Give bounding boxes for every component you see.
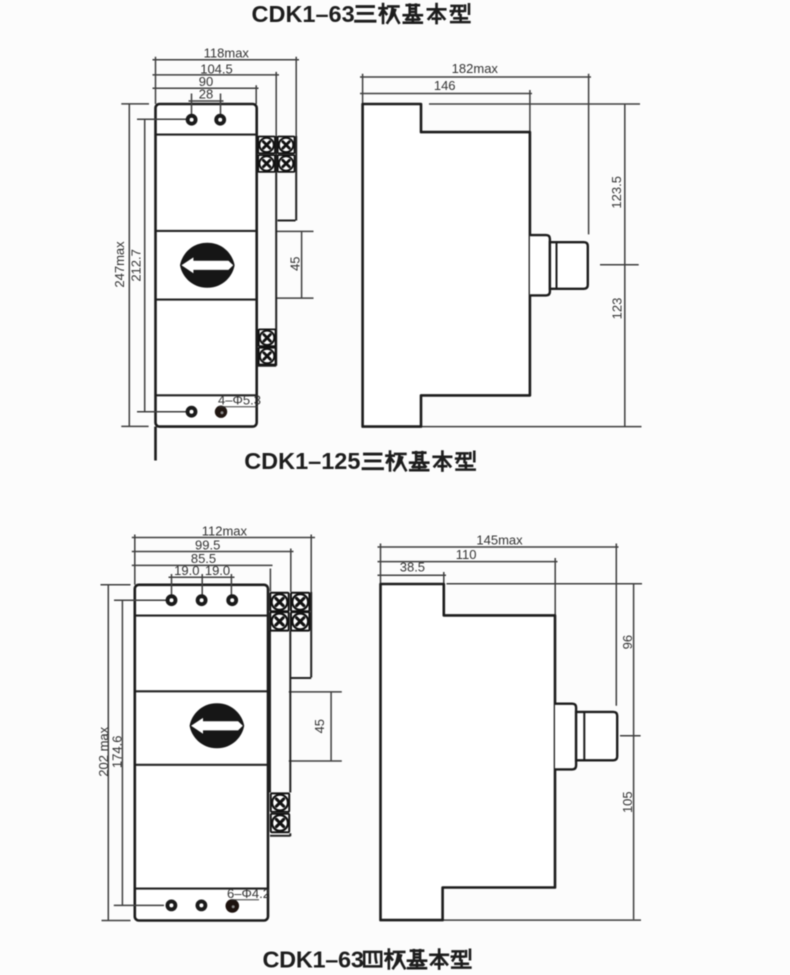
svg-text:104.5: 104.5 [200,61,233,76]
svg-text:202 max: 202 max [96,726,111,776]
svg-text:112max: 112max [202,523,248,538]
svg-text:CDK1–125: CDK1–125 [244,448,360,474]
svg-text:123.5: 123.5 [609,176,624,209]
svg-text:90: 90 [199,74,213,89]
svg-text:45: 45 [312,719,327,733]
svg-text:123: 123 [610,298,625,320]
svg-text:99.5: 99.5 [195,537,220,552]
svg-text:247max: 247max [112,241,127,288]
svg-text:174.6: 174.6 [109,736,124,769]
svg-text:28: 28 [199,87,213,102]
svg-text:CDK1–63: CDK1–63 [263,946,364,972]
svg-text:19.0: 19.0 [174,563,199,578]
svg-text:96: 96 [620,635,635,649]
svg-text:212.7: 212.7 [129,249,144,282]
svg-text:45: 45 [288,256,303,270]
svg-text:110: 110 [456,547,477,562]
svg-text:182max: 182max [452,61,499,76]
svg-text:6–Φ4.2: 6–Φ4.2 [227,886,270,901]
svg-text:CDK1–63: CDK1–63 [252,1,355,27]
svg-text:19.0: 19.0 [205,563,230,578]
svg-text:38.5: 38.5 [400,560,425,575]
svg-text:145max: 145max [476,532,523,547]
svg-text:85.5: 85.5 [191,551,216,566]
svg-text:105: 105 [620,791,635,813]
svg-text:4–Φ5.3: 4–Φ5.3 [218,393,261,408]
svg-text:146: 146 [434,78,456,93]
svg-text:118max: 118max [204,45,250,60]
